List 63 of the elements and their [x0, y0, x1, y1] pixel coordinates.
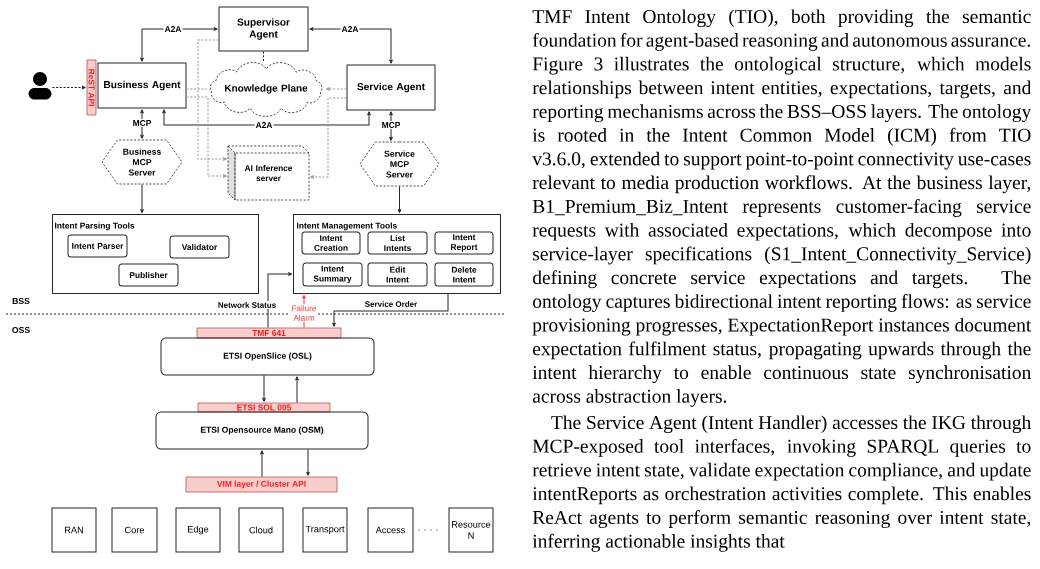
body-paragraph: The Service Agent (Intent Handler) accesses the IKG through MCP-exposed tool interfaces, invoking SPARQL queries to retrieve intent state, validate expectation compliance, and update intentReports as orchestration activities complete. This enables ReAct agents to perform semantic reasoning over intent state, inferring actionable insights that	[532, 415, 1032, 552]
hexagon-node: Business MCP Server	[101, 139, 183, 185]
edge-label: A2A	[340, 25, 360, 33]
arrow	[309, 27, 393, 64]
tool-box: Intent Summary	[302, 262, 363, 287]
tool-box: Edit Intent	[367, 262, 428, 287]
tool-box: Publisher	[118, 263, 179, 287]
resource-box: RAN	[51, 507, 97, 553]
arrow	[51, 85, 86, 90]
platform-box: ETSI Opensource Mano (OSM)	[155, 411, 369, 450]
interface-band: TMF 641	[196, 327, 342, 339]
arrow	[197, 39, 227, 161]
arrow	[310, 97, 347, 179]
connector-line	[186, 88, 208, 90]
arrow	[186, 96, 227, 178]
resource-box: Cloud	[238, 507, 284, 553]
hexagon-node: Service MCP Server	[359, 141, 440, 187]
body-paragraph: TMF Intent Ontology (TIO), both providing the semantic foundation for agent-based reasoning and autonomous assurance. Figure 3 illustrates the ontological structure, which models relationships between intent entities, expectations, targets, and reporting mechanisms across the BSS–OSS layers. The ontology is rooted in the Intent Common Model (ICM) from TIO v3.6.0, extended to support point-to-point connectivity use-cases relevant to media production workflows. At the business layer, B1_Premium_Biz_Intent represents customer-facing service requests with associated expectations, which decompose into service-layer specifications (S1_Intent_Connectivity_Service) defining concrete service expectations and targets. The ontology captures bidirectional intent reporting flows: as service provisioning progresses, ExpectationReport instances document expectation fulfilment status, propagating upwards through the intent hierarchy to enable continuous state synchronisation across abstraction layers.	[532, 9, 1032, 407]
edge-label: Service Order	[363, 300, 419, 308]
tool-box: Intent Parser	[67, 234, 128, 258]
connector-line	[263, 51, 264, 64]
edge-label: Failure Alarm	[289, 304, 319, 322]
edge-label: A2A	[254, 121, 274, 129]
cloud-node: Knowledge Plane	[209, 62, 323, 117]
arrow	[267, 272, 293, 329]
arrow	[306, 449, 310, 476]
arrow	[262, 375, 266, 402]
resource-box: Core	[111, 507, 158, 553]
tool-box: Intent Creation	[301, 231, 361, 255]
interface-band: ReST API	[86, 59, 97, 116]
edge-label: MCP	[131, 118, 153, 128]
arrow	[397, 185, 402, 214]
platform-box: ETSI OpenSlice (OSL)	[160, 337, 375, 376]
arrow	[140, 27, 218, 62]
agent-box: Service Agent	[346, 64, 436, 111]
tool-box: Delete Intent	[434, 262, 494, 287]
arrow	[326, 87, 347, 91]
tool-box: List Intents	[367, 231, 428, 255]
resource-box: Edge	[175, 507, 221, 553]
resource-box: Access	[367, 507, 414, 553]
edge-label: MCP	[380, 120, 402, 130]
arrow	[140, 183, 144, 214]
arrow	[389, 111, 393, 141]
tool-box: Intent Report	[434, 231, 494, 255]
resource-box: Transport	[302, 507, 348, 553]
arrow	[162, 109, 371, 126]
agent-box: Supervisor Agent	[218, 6, 309, 52]
edge-label: A2A	[163, 25, 183, 33]
edge-label: Network Status	[216, 301, 278, 309]
agent-box: Business Agent	[97, 62, 187, 109]
resource-box: Resource N	[448, 507, 494, 553]
ellipsis-label: . . . .	[418, 529, 438, 531]
interface-band: VIM layer / Cluster API	[185, 476, 338, 493]
interface-band: ETSI SOL 005	[197, 402, 331, 413]
arrow	[295, 376, 299, 404]
arrow	[332, 293, 449, 327]
arrow	[260, 450, 264, 478]
person-icon	[28, 72, 52, 100]
server-cube: AI Inference server	[227, 145, 310, 201]
tool-box: Validator	[169, 235, 230, 259]
layer-label: BSS	[12, 297, 30, 305]
arrow	[140, 109, 144, 139]
layer-label: OSS	[12, 326, 30, 334]
